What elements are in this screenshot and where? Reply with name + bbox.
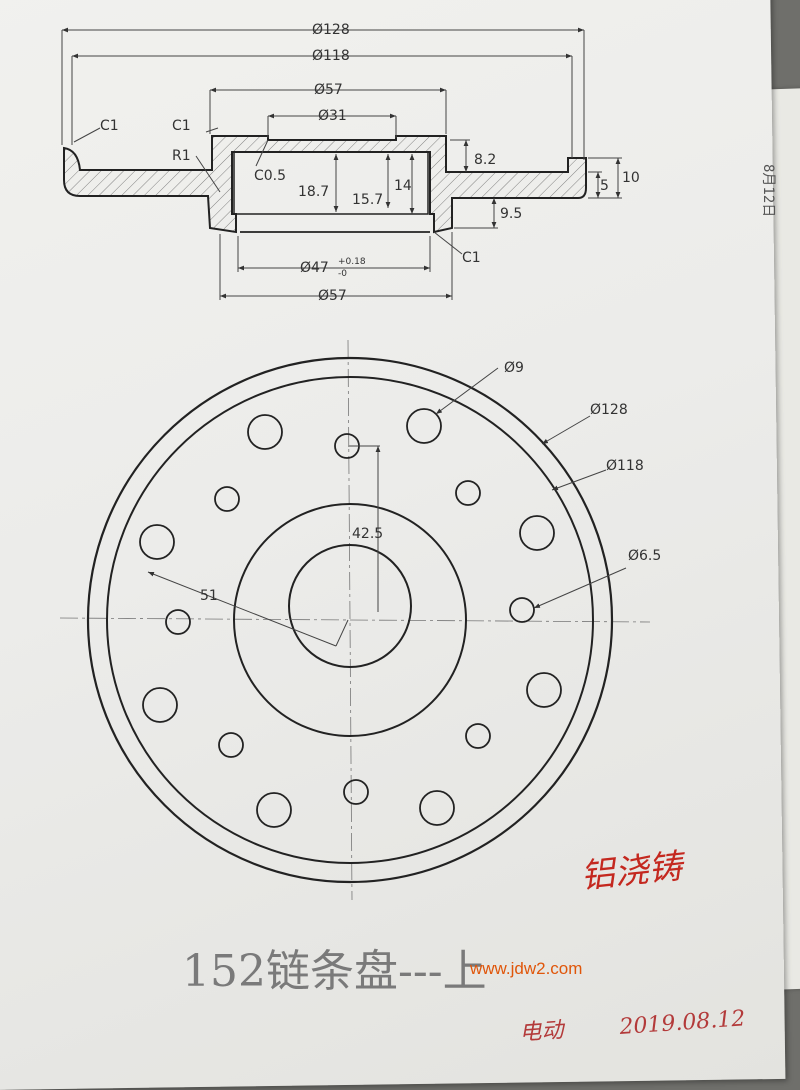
dim-radius-large: 51 [200, 588, 218, 604]
dim-10: 10 [622, 170, 640, 186]
material-note: 铝浇铸 [579, 846, 689, 897]
plan-dimension-text: Ø9 Ø128 Ø118 Ø6.5 42.5 51 [200, 360, 661, 604]
dim-tol-upper: +0.18 [338, 257, 366, 267]
dim-5: 5 [600, 178, 609, 194]
dim-14: 14 [394, 178, 412, 194]
date-note: 2019.08.12 [618, 1006, 746, 1040]
dim-bore-bottom: Ø47 [300, 260, 329, 276]
hub-circle [233, 503, 467, 737]
dim-hole-small: Ø6.5 [628, 548, 661, 564]
signature: 电动 [519, 1018, 568, 1046]
dim-tol-lower: -0 [338, 269, 347, 279]
dim-15-7: 15.7 [352, 192, 383, 208]
dim-hole-large: Ø9 [504, 360, 524, 376]
dim-chamfer-inner: C0.5 [254, 168, 286, 184]
dim-od-outer: Ø128 [312, 22, 350, 38]
drawing-title: 152链条盘---上 [182, 946, 487, 997]
section-body [63, 135, 587, 234]
dim-18-7: 18.7 [298, 184, 329, 200]
dim-hub-top: Ø57 [314, 82, 343, 98]
bore-outline [233, 151, 429, 215]
dim-chamfer-hub: C1 [172, 118, 191, 134]
section-dimension-lines [61, 27, 622, 300]
dim-plan-od-outer: Ø128 [590, 402, 628, 418]
center-line-horizontal [59, 617, 651, 623]
large-holes [139, 408, 562, 828]
dim-8-2: 8.2 [474, 152, 496, 168]
plan-view [59, 339, 651, 901]
dim-plan-od-inner: Ø118 [606, 458, 644, 474]
dim-hub-bottom: Ø57 [318, 288, 347, 304]
inner-rim-circle [106, 376, 594, 864]
outer-rim-circle [86, 356, 614, 884]
dim-bore-top: Ø31 [318, 108, 347, 124]
watermark: www.jdw2.com [469, 959, 582, 978]
dim-od-inner: Ø118 [312, 48, 350, 64]
dim-9-5: 9.5 [500, 206, 522, 222]
section-dimension-text: Ø128 Ø118 Ø57 Ø31 C1 C1 R1 C0.5 18.7 15.… [100, 22, 640, 304]
dim-chamfer-left: C1 [100, 118, 119, 134]
bore-circle [288, 544, 412, 668]
cross-section-view [63, 135, 587, 234]
side-page-note: 8月12日 [760, 164, 776, 217]
dim-radius-small: 42.5 [352, 526, 383, 542]
plan-dimension-lines [147, 367, 627, 647]
dim-chamfer-bottom: C1 [462, 250, 481, 266]
technical-drawing: Ø128 Ø118 Ø57 Ø31 C1 C1 R1 C0.5 18.7 15.… [59, 22, 776, 1046]
dim-fillet: R1 [172, 148, 191, 164]
